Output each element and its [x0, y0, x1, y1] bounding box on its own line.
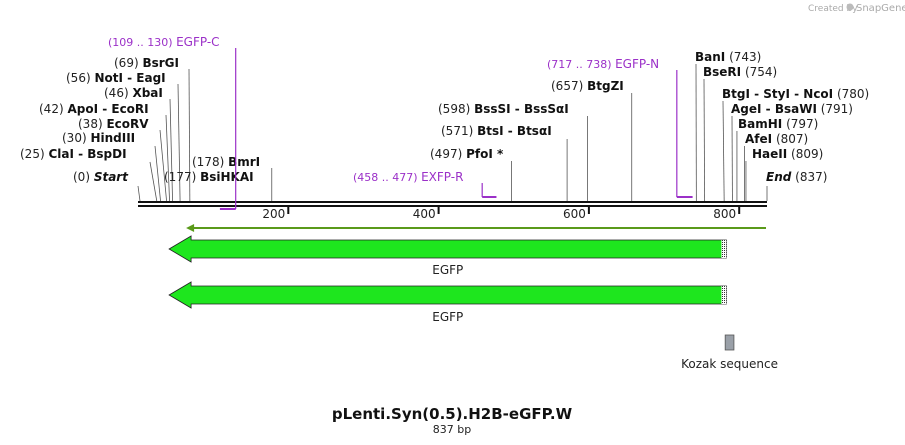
site-label: (177) BsiHKAI	[164, 170, 254, 184]
site-label: (46) XbaI	[104, 86, 163, 100]
site-clai-bspdi[interactable]: (25) ClaI - BspDI	[20, 147, 158, 202]
site-label: (42) ApoI - EcoRI	[39, 102, 149, 116]
site-label: HaeII (809)	[752, 147, 823, 161]
feature-kozak[interactable]: Kozak sequence	[681, 334, 778, 371]
primer-label: (717 .. 738) EGFP-N	[547, 57, 659, 71]
site-label: BamHI (797)	[738, 117, 818, 131]
site-leader-line	[177, 83, 181, 202]
feature-egfp-hatch	[721, 286, 727, 304]
site-btsi-bts-i[interactable]: (571) BtsI - BtsαI	[441, 124, 552, 138]
snapgene-credit: Created by SnapGene	[808, 3, 905, 14]
credit-text: Created by	[808, 4, 858, 14]
credit-brand: SnapGene	[856, 3, 905, 14]
snapgene-logo-icon	[846, 3, 854, 11]
site-btgi-styi-ncoi[interactable]: BtgI - StyI - NcoI (780)	[722, 87, 869, 101]
site-label: (69) BsrGI	[114, 56, 179, 70]
orf-arrow	[186, 224, 766, 232]
site-label: (178) BmrI	[192, 155, 260, 169]
site-label: (56) NotI - EagI	[66, 71, 166, 85]
primer-label: (109 .. 130) EGFP-C	[108, 35, 220, 49]
ruler-tick-label-400: 400	[413, 207, 436, 221]
site-leader-line	[149, 161, 158, 202]
site-bamhi[interactable]: BamHI (797)	[738, 117, 818, 131]
site-noti-eagi[interactable]: (56) NotI - EagI	[66, 71, 181, 202]
ruler-tick-label-600: 600	[563, 207, 586, 221]
site-label: AgeI - BsaWI (791)	[731, 102, 853, 116]
feature-egfp-arrow[interactable]	[168, 235, 727, 263]
orf-arrowhead-icon	[186, 224, 195, 232]
site-leader-line	[159, 129, 167, 202]
site-start[interactable]: (0) Start	[73, 170, 129, 184]
site-label: BseRI (754)	[703, 65, 777, 79]
primer-exfp-r[interactable]: (458 .. 477) EXFP-R	[353, 170, 497, 198]
ruler-tick-label-200: 200	[262, 207, 285, 221]
site-label: (497) PfoI *	[430, 147, 504, 161]
restriction-sites: (0) Start (25) ClaI - BspDI (30) HindIII(3…	[20, 50, 869, 202]
site-label: (25) ClaI - BspDI	[20, 147, 127, 161]
feature-egfp-arrow[interactable]	[168, 281, 727, 309]
feature-egfp-hatch	[721, 240, 727, 258]
site-leader-line	[703, 78, 706, 202]
site-label: (657) BtgZI	[551, 79, 624, 93]
site-end[interactable]: End (837)	[766, 170, 827, 184]
site-haeii[interactable]: HaeII (809)	[752, 147, 823, 161]
feature-egfp-1[interactable]: EGFP	[168, 235, 727, 277]
map-title: pLenti.Syn(0.5).H2B-eGFP.W	[332, 405, 573, 423]
ruler-ticks: 200 400 600 800	[262, 207, 741, 221]
site-agei-bsawi[interactable]: AgeI - BsaWI (791)	[731, 102, 853, 116]
ruler-tick-label-800: 800	[713, 207, 736, 221]
site-leader-line	[165, 114, 170, 202]
primer-egfp-n[interactable]: (717 .. 738) EGFP-N	[547, 57, 693, 198]
site-leader-line	[188, 68, 191, 202]
feature-kozak-box[interactable]	[724, 334, 735, 351]
site-leader-line	[722, 100, 725, 202]
map-length: 837 bp	[433, 423, 471, 436]
site-label: (38) EcoRV	[78, 117, 149, 131]
site-apoi-ecori[interactable]: (42) ApoI - EcoRI	[39, 102, 170, 202]
site-leader-line	[169, 98, 173, 202]
site-xbai[interactable]: (46) XbaI	[104, 86, 173, 202]
primer-label: (458 .. 477) EXFP-R	[353, 170, 463, 184]
site-leader-line	[154, 145, 161, 202]
feature-kozak-label: Kozak sequence	[681, 357, 778, 371]
site-bmri[interactable]: (178) BmrI	[192, 155, 260, 169]
site-bsihkai[interactable]: (177) BsiHKAI	[164, 170, 254, 184]
site-bseri[interactable]: BseRI (754)	[703, 65, 777, 79]
primer-egfp-c[interactable]: (109 .. 130) EGFP-C	[108, 35, 237, 210]
site-bani[interactable]: BanI (743)	[695, 50, 761, 64]
site-pfoi[interactable]: (497) PfoI *	[430, 147, 504, 161]
site-hindiii[interactable]: (30) HindIII	[62, 131, 161, 202]
site-btgzi[interactable]: (657) BtgZI	[551, 79, 624, 93]
site-label: End (837)	[766, 170, 827, 184]
site-ecorv[interactable]: (38) EcoRV	[78, 117, 167, 202]
site-label: (0) Start	[73, 170, 129, 184]
sequence-backbone	[138, 201, 767, 207]
feature-egfp-label: EGFP	[432, 310, 463, 324]
site-bsssi-bsss-i[interactable]: (598) BssSI - BssSαI	[438, 102, 569, 116]
start-leader-line	[137, 185, 141, 202]
site-bsrgi[interactable]: (69) BsrGI	[114, 56, 191, 202]
site-label: (598) BssSI - BssSαI	[438, 102, 569, 116]
site-label: (30) HindIII	[62, 131, 135, 145]
primers: (109 .. 130) EGFP-C (458 .. 477) EXFP-R (7…	[108, 35, 693, 210]
site-label: AfeI (807)	[745, 132, 808, 146]
site-label: BanI (743)	[695, 50, 761, 64]
site-label: BtgI - StyI - NcoI (780)	[722, 87, 869, 101]
feature-egfp-label: EGFP	[432, 263, 463, 277]
site-afei[interactable]: AfeI (807)	[745, 132, 808, 146]
site-label: (571) BtsI - BtsαI	[441, 124, 552, 138]
feature-egfp-2[interactable]: EGFP	[168, 281, 727, 324]
